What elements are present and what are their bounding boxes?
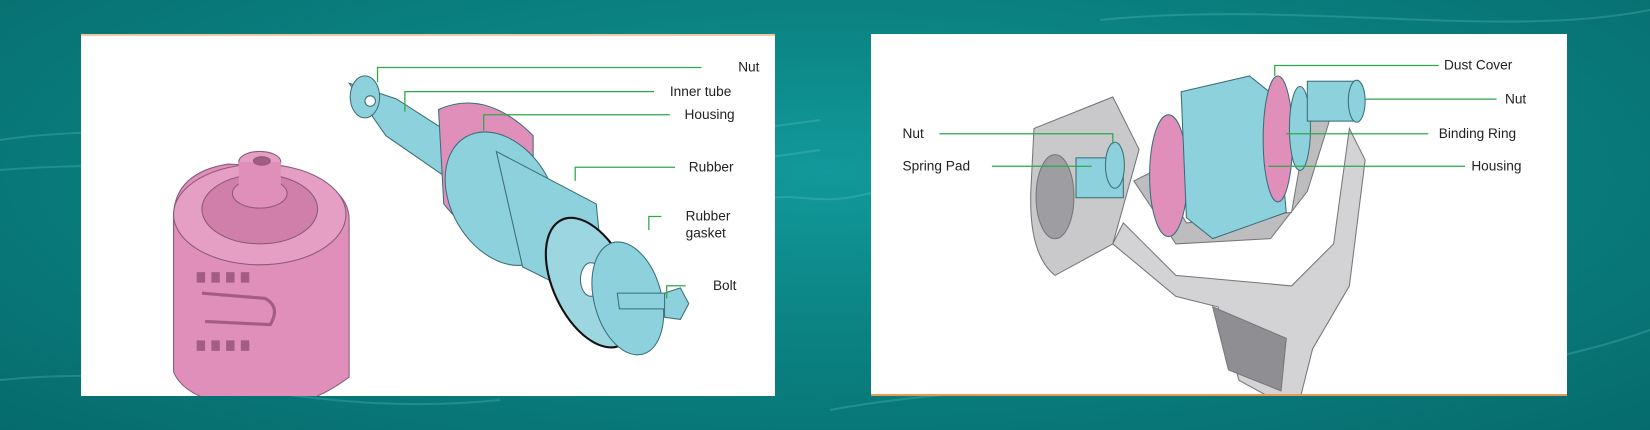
- leader-lines: [939, 64, 1497, 167]
- label-housing: Housing: [1471, 158, 1521, 173]
- label-binding-ring: Binding Ring: [1439, 126, 1516, 141]
- label-rubber-gasket-1: Rubber: [686, 209, 731, 224]
- leader-lines: [376, 66, 702, 299]
- label-rubber: Rubber: [689, 159, 734, 174]
- label-dust-cover: Dust Cover: [1444, 58, 1513, 73]
- label-nut-right: Nut: [1505, 91, 1526, 106]
- engine-mount-diagram: Dust Cover Nut Nut Binding Ring Spring P…: [871, 34, 1567, 396]
- rubber-bushing-part: [173, 150, 350, 396]
- label-housing: Housing: [685, 107, 735, 122]
- mount-bushing: [1075, 75, 1366, 240]
- label-bolt: Bolt: [713, 278, 737, 293]
- label-nut-left: Nut: [903, 126, 924, 141]
- exploded-assembly: [347, 75, 690, 356]
- label-spring-pad: Spring Pad: [903, 158, 971, 173]
- label-rubber-gasket-2: gasket: [686, 226, 726, 241]
- bushing-exploded-diagram: Nut Inner tube Housing Rubber Rubber gas…: [81, 34, 775, 396]
- label-inner-tube: Inner tube: [670, 84, 731, 99]
- label-nut: Nut: [738, 60, 759, 75]
